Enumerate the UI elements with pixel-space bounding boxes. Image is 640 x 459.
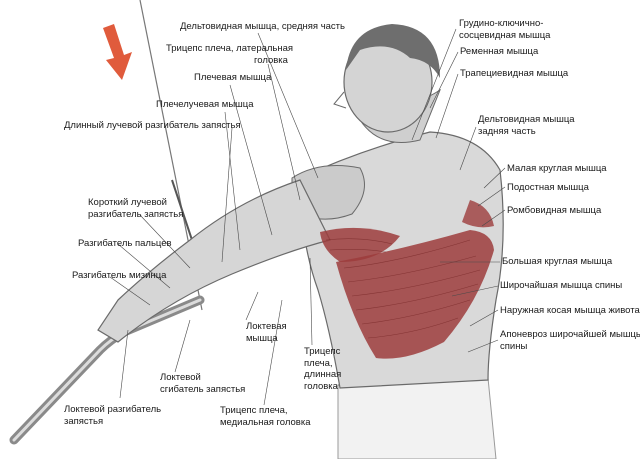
label-line: головка	[254, 54, 288, 66]
label-line: Трицепс плеча, латеральная	[166, 43, 294, 54]
label-line: сосцевидная мышца	[459, 29, 551, 41]
label-line: Наружная косая мышца живота	[500, 305, 640, 316]
label-line: Большая круглая мышца	[502, 256, 613, 267]
label-line: спины	[500, 340, 528, 352]
label-line: Ромбовидная мышца	[507, 205, 602, 216]
label-infraspinatus: Подостная мышца	[507, 182, 589, 194]
label-line: медиальная головка	[220, 416, 311, 428]
label-aponeurosis: Апоневроз широчайшей мышцы спины	[500, 329, 640, 352]
label-triceps-long: Трицепс плеча, длинная головка	[304, 346, 341, 392]
label-line: Длинный лучевой разгибатель запястья	[64, 120, 241, 131]
label-line: Дельтовидная мышца, средняя часть	[180, 21, 345, 32]
label-line: плеча,	[304, 357, 333, 369]
label-line: Локтевой разгибатель	[64, 404, 162, 415]
head	[333, 24, 440, 133]
leader-lines	[109, 28, 506, 406]
label-teres-minor: Малая круглая мышца	[507, 163, 607, 175]
arm	[97, 179, 331, 343]
label-line: Короткий лучевой	[88, 197, 167, 208]
label-rhomboid: Ромбовидная мышца	[507, 205, 601, 217]
label-sternocleidomastoid: Грудино-ключично- сосцевидная мышца	[459, 18, 550, 41]
label-triceps-lateral: Трицепс плеча, латеральная головка	[166, 43, 293, 66]
label-ext-digiti-minimi: Разгибатель мизинца	[72, 270, 166, 282]
label-line: Плечелучевая мышца	[156, 99, 254, 110]
label-brachioradialis: Плечелучевая мышца	[156, 99, 254, 111]
label-line: Локтевая	[246, 321, 287, 332]
label-line: Грудино-ключично-	[459, 18, 544, 29]
label-line: Разгибатель мизинца	[72, 270, 167, 281]
label-line: Трапециевидная мышца	[460, 68, 569, 79]
label-line: Ременная мышца	[460, 46, 539, 57]
label-latissimus: Широчайшая мышца спины	[500, 280, 622, 292]
label-line: запястья	[64, 415, 104, 427]
label-line: Разгибатель пальцев	[78, 238, 172, 249]
pants	[337, 377, 497, 459]
label-line: разгибатель запястья	[88, 208, 184, 220]
label-line: мышца	[246, 332, 278, 344]
label-line: Малая круглая мышца	[507, 163, 607, 174]
label-line: Локтевой	[160, 372, 201, 383]
label-line: Дельтовидная мышца	[478, 114, 575, 125]
label-splenius: Ременная мышца	[460, 46, 538, 58]
label-line: Апоневроз широчайшей мышцы	[500, 329, 640, 340]
label-ext-digitorum: Разгибатель пальцев	[78, 238, 172, 250]
label-line: сгибатель запястья	[160, 383, 246, 395]
label-line: задняя часть	[478, 125, 536, 137]
label-brachialis: Плечевая мышца	[194, 72, 271, 84]
label-deltoid-posterior: Дельтовидная мышца задняя часть	[478, 114, 575, 137]
label-ecr-brevis: Короткий лучевой разгибатель запястья	[88, 197, 183, 220]
label-teres-major: Большая круглая мышца	[502, 256, 612, 268]
label-line: головка	[304, 380, 338, 392]
down-arrow-icon	[103, 24, 132, 80]
label-external-oblique: Наружная косая мышца живота	[500, 305, 640, 317]
label-line: длинная	[304, 369, 342, 380]
label-ecr-longus: Длинный лучевой разгибатель запястья	[64, 120, 241, 132]
label-line: Трицепс	[304, 346, 341, 357]
label-deltoid-middle: Дельтовидная мышца, средняя часть	[180, 21, 345, 33]
label-line: Подостная мышца	[507, 182, 589, 193]
label-trapezius: Трапециевидная мышца	[460, 68, 568, 80]
label-fcu: Локтевой сгибатель запястья	[160, 372, 245, 395]
label-ecu: Локтевой разгибатель запястья	[64, 404, 161, 427]
label-triceps-medial: Трицепс плеча, медиальная головка	[220, 405, 311, 428]
label-line: Плечевая мышца	[194, 72, 272, 83]
label-anconeus: Локтевая мышца	[246, 321, 287, 344]
label-line: Трицепс плеча,	[220, 405, 288, 416]
muscle-striations	[325, 238, 481, 339]
label-line: Широчайшая мышца спины	[500, 280, 623, 291]
